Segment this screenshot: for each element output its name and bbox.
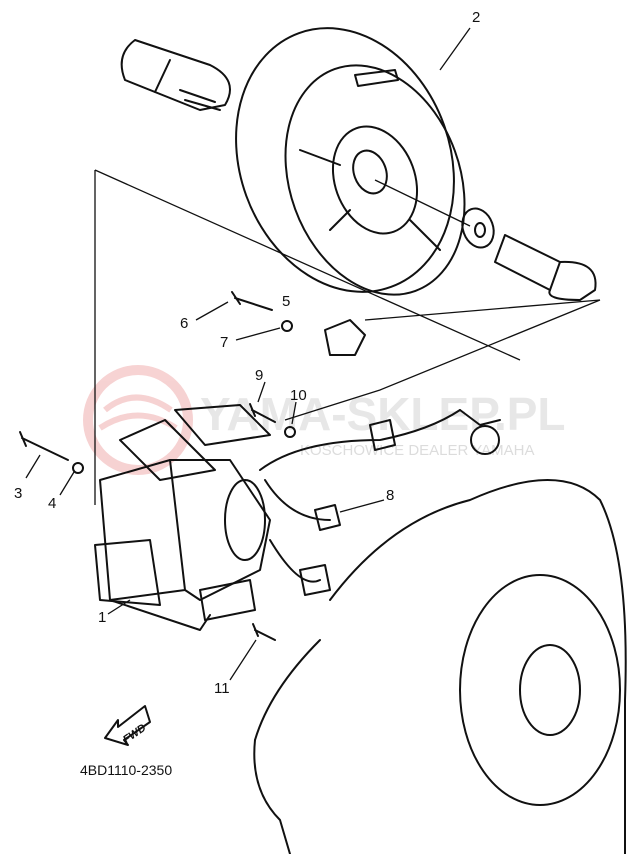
callout-2: 2 [472,9,480,26]
callout-6: 6 [180,315,188,332]
wire-harness [259,409,501,583]
washer-10 [284,426,296,438]
callout-9: 9 [255,367,263,384]
assembly-frame-lines [94,169,601,505]
fwd-arrow-icon: FWD [104,705,151,746]
callout-1: 1 [98,609,106,626]
washer-4 [72,462,84,474]
rotor-nut-washer [461,207,495,249]
watermark-subtext: KOSCHOWICE DEALER YAMAHA [300,442,535,459]
callout-8: 8 [386,487,394,504]
screw-11 [252,623,276,641]
callout-5: 5 [282,293,290,310]
crankcase-cover [253,479,627,854]
axis-line [374,179,471,227]
flywheel-rotor [235,27,466,296]
callout-7: 7 [220,334,228,351]
callout-10: 10 [290,387,307,404]
screw-6 [231,291,273,311]
rotor-bolt [494,234,597,301]
screw-9 [249,403,276,423]
stator-coil [94,404,271,631]
screw-3 [19,431,69,461]
washer-7 [281,320,293,332]
diagram-code: 4BD1110-2350 [80,762,172,778]
callout-4: 4 [48,495,56,512]
callout-11: 11 [214,680,230,697]
lead-holder [299,504,341,596]
leader-lines [25,27,471,681]
pickup-coil [324,319,366,356]
watermark-logo [83,365,193,475]
rotor-puller-part [120,39,231,111]
callout-3: 3 [14,485,22,502]
